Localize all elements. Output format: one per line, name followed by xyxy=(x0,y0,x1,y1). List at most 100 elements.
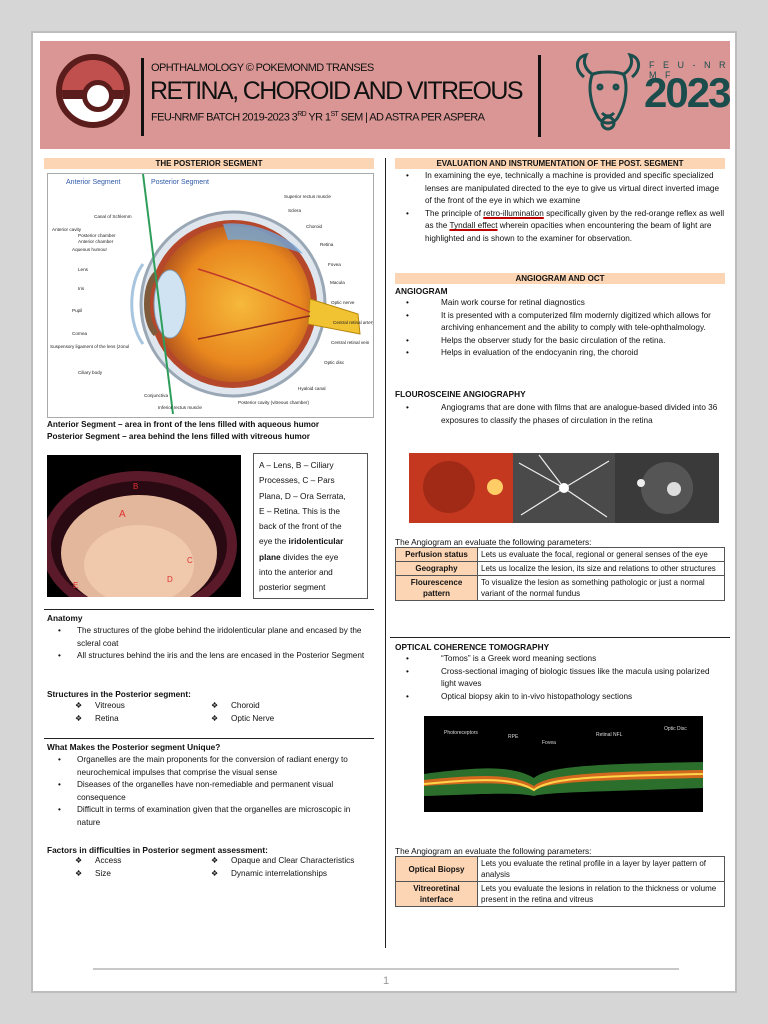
diagram-label: Cornea xyxy=(72,331,88,336)
list-item: ❖Retina xyxy=(75,714,119,723)
list-item: Main work course for retinal diagnostics xyxy=(395,297,725,310)
diagram-label: Suspensory ligament of the lens (zonul xyxy=(50,344,129,349)
column-divider xyxy=(385,158,386,948)
list-item: Angiograms that are done with films that… xyxy=(395,402,725,427)
diagram-label: Superior rectus muscle xyxy=(284,194,331,199)
list-item: ❖Size xyxy=(75,869,111,878)
evaluation-list: In examining the eye, technically a mach… xyxy=(395,170,725,246)
unique-list: Organelles are the main proponents for t… xyxy=(47,754,373,830)
oct-scan-image: Photoreceptors RPE Fovea Retinal NFL Opt… xyxy=(424,716,703,812)
list-item: Helps in evaluation of the endocyanin ri… xyxy=(395,347,725,360)
diagram-label: Retina xyxy=(320,242,334,247)
page-title: RETINA, CHOROID AND VITREOUS xyxy=(150,77,524,105)
diagram-label: Choroid xyxy=(306,224,323,229)
list-item: All structures behind the iris and the l… xyxy=(47,650,373,663)
diagram-label: Sclera xyxy=(288,208,301,213)
svg-text:D: D xyxy=(167,575,173,584)
list-item: ❖Vitreous xyxy=(75,701,125,710)
section-heading-angiogram-oct: ANGIOGRAM AND OCT xyxy=(395,273,725,284)
list-item: Helps the observer study for the basic c… xyxy=(395,335,725,348)
photo-legend-box: A – Lens, B – Ciliary Processes, C – Par… xyxy=(253,453,368,599)
anterior-segment-label: Anterior Segment xyxy=(66,179,121,186)
footer-rule xyxy=(93,968,679,970)
posterior-segment-label: Posterior Segment xyxy=(151,179,209,186)
anterior-segment-caption: Anterior Segment – area in front of the … xyxy=(47,420,320,429)
diagram-label: Central retinal vein xyxy=(331,340,370,345)
list-item: Diseases of the organelles have non-reme… xyxy=(47,779,373,804)
page-number: 1 xyxy=(382,975,390,987)
brand-year: 2023 xyxy=(644,69,731,116)
header-banner: OPHTHALMOLOGY © POKEMONMD TRANSES RETINA… xyxy=(40,41,731,149)
list-item: The structures of the globe behind the i… xyxy=(47,625,373,650)
angiogram-list: Main work course for retinal diagnostics… xyxy=(395,297,725,360)
diagram-label: Inferior rectus muscle xyxy=(158,405,202,410)
brand-small-label: F E U - N R M F xyxy=(649,60,729,80)
list-item: ❖Opaque and Clear Characteristics xyxy=(211,856,355,865)
posterior-segment-caption: Posterior Segment – area behind the lens… xyxy=(47,432,310,441)
section-heading-evaluation: EVALUATION AND INSTRUMENTATION OF THE PO… xyxy=(395,158,725,169)
unique-heading: What Makes the Posterior segment Unique? xyxy=(47,742,221,752)
diagram-label: Canal of Schlemm xyxy=(94,214,132,219)
svg-text:A: A xyxy=(119,509,126,520)
list-item: It is presented with a computerized film… xyxy=(395,310,725,335)
list-item: ❖Dynamic interrelationships xyxy=(211,869,328,878)
oct-list: “Tomos” is a Greek word meaning sections… xyxy=(395,653,725,703)
diagram-label: Aqueous humour xyxy=(72,247,107,252)
batch-subtitle: FEU-NRMF BATCH 2019-2023 3RD YR 1ST SEM … xyxy=(151,111,485,124)
anatomy-list: The structures of the globe behind the i… xyxy=(47,625,373,663)
eye-diagram-svg: Anterior Segment Posterior Segment Canal… xyxy=(50,174,373,415)
section-heading-posterior-segment: THE POSTERIOR SEGMENT xyxy=(44,158,374,169)
svg-text:RPE: RPE xyxy=(508,734,519,740)
svg-text:Optic Disc: Optic Disc xyxy=(664,726,687,732)
diagram-label: Hyaloid canal xyxy=(298,386,326,391)
svg-text:B: B xyxy=(133,482,138,491)
list-item: ❖Optic Nerve xyxy=(211,714,275,723)
diagram-label: Anterior chamber xyxy=(78,239,114,244)
diagram-label: Lens xyxy=(78,267,89,272)
diagram-label: Ciliary body xyxy=(78,370,103,375)
angiogram-images xyxy=(409,453,719,523)
parameters2-heading: The Angiogram an evaluate the following … xyxy=(395,846,592,856)
diagram-label: Macula xyxy=(330,280,345,285)
course-label: OPHTHALMOLOGY © POKEMONMD TRANSES xyxy=(151,62,374,74)
diagram-label: Posterior cavity (vitreous chamber) xyxy=(238,400,309,405)
svg-text:C: C xyxy=(187,556,193,565)
list-item: In examining the eye, technically a mach… xyxy=(395,170,725,208)
diagram-label: Fovea xyxy=(328,262,341,267)
list-item: Cross-sectional imaging of biologic tiss… xyxy=(395,666,725,691)
diagram-label: Central retinal artery xyxy=(333,320,373,325)
parameters-heading: The Angiogram an evaluate the following … xyxy=(395,537,592,547)
list-item: ❖Access xyxy=(75,856,122,865)
structures-heading: Structures in the Posterior segment: xyxy=(47,689,191,699)
anatomy-heading: Anatomy xyxy=(47,613,83,623)
eye-anatomy-diagram: Anterior Segment Posterior Segment Canal… xyxy=(47,173,374,418)
svg-text:Retinal NFL: Retinal NFL xyxy=(596,732,623,738)
angiogram-heading: ANGIOGRAM xyxy=(395,286,448,296)
fluorescein-list: Angiograms that are done with films that… xyxy=(395,402,725,427)
pokeball-logo-icon xyxy=(56,54,130,128)
svg-text:Fovea: Fovea xyxy=(542,740,556,746)
document-page: OPHTHALMOLOGY © POKEMONMD TRANSES RETINA… xyxy=(31,31,737,993)
oct-heading: OPTICAL COHERENCE TOMOGRAPHY xyxy=(395,642,550,652)
diagram-label: Anterior cavity xyxy=(52,227,82,232)
tamaraw-logo-icon xyxy=(576,52,640,131)
list-item: Optical biopsy akin to in-vivo histopath… xyxy=(395,691,725,704)
ciliary-body-photo: A B C D E xyxy=(47,455,241,597)
list-item: The principle of retro-illumination spec… xyxy=(395,208,725,246)
list-item: “Tomos” is a Greek word meaning sections xyxy=(395,653,725,666)
diagram-label: Conjunctiva xyxy=(144,393,168,398)
diagram-label: Optic disc xyxy=(324,360,345,365)
list-item: ❖Choroid xyxy=(211,701,260,710)
svg-text:E: E xyxy=(73,581,78,590)
svg-text:Photoreceptors: Photoreceptors xyxy=(444,730,478,736)
list-item: Organelles are the main proponents for t… xyxy=(47,754,373,779)
diagram-label: Optic nerve xyxy=(331,300,355,305)
list-item: Difficult in terms of examination given … xyxy=(47,804,373,829)
fluorescein-heading: FLOUROSCEINE ANGIOGRAPHY xyxy=(395,389,526,399)
